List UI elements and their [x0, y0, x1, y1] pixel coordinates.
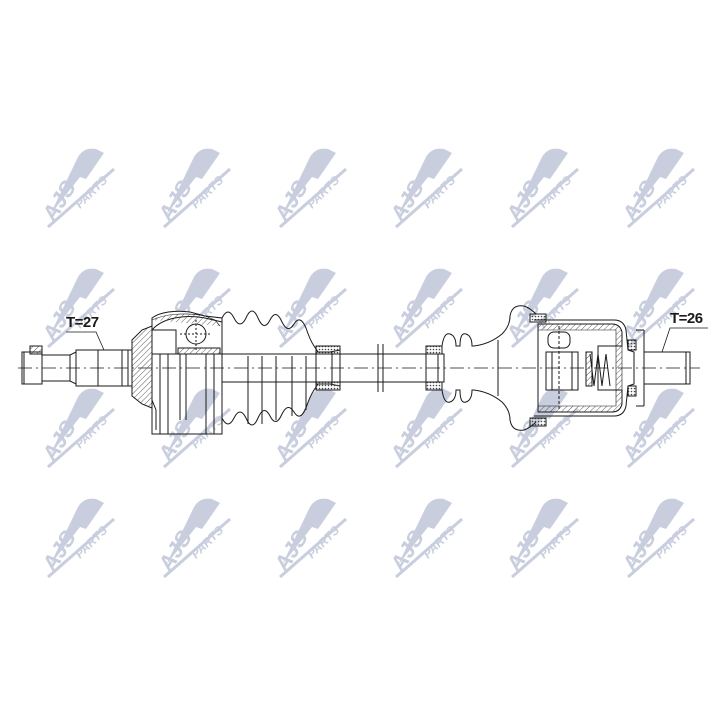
outer-boot — [221, 310, 341, 426]
spring — [589, 353, 611, 387]
outer-spline-count-label: T=27 — [66, 314, 99, 331]
inner-stub — [643, 351, 691, 385]
outer-stub — [21, 345, 133, 387]
inner-boot — [425, 305, 537, 431]
leader-t27 — [66, 331, 105, 351]
leader-t26 — [661, 327, 708, 353]
inner-spline-count-label: T=26 — [670, 310, 703, 327]
inner-tripod-joint — [529, 313, 645, 427]
shaft — [222, 344, 428, 392]
outer-cv-joint — [131, 310, 223, 435]
